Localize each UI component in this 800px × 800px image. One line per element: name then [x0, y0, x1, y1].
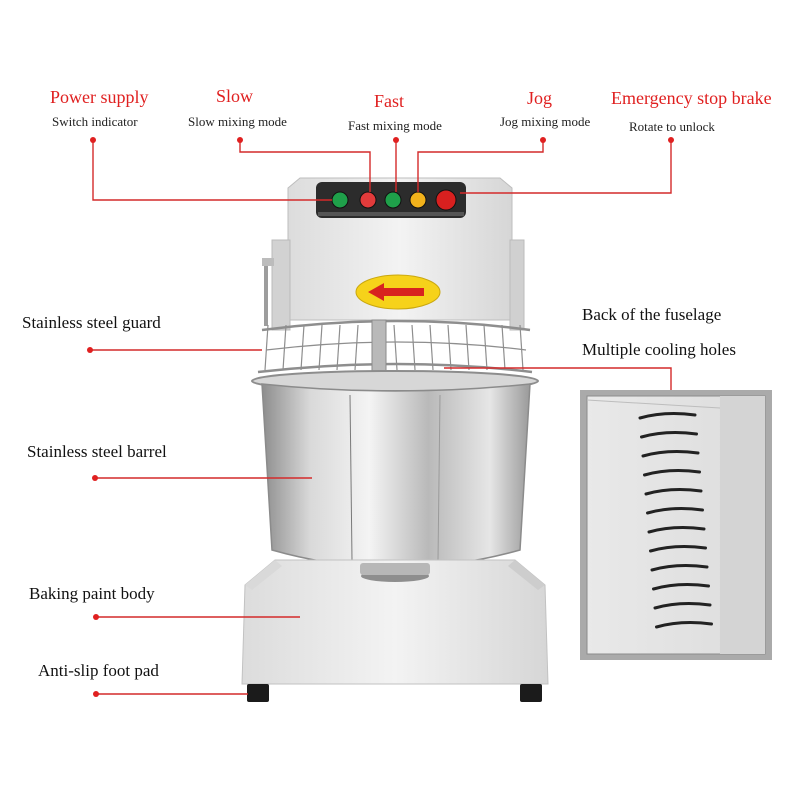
cooling-hole — [644, 488, 703, 496]
emergency-stop-title: Emergency stop brake — [611, 88, 772, 108]
slow-button[interactable] — [359, 191, 377, 209]
guard-bar — [501, 324, 506, 371]
side-handle[interactable] — [262, 258, 274, 326]
stainless-steel-barrel — [251, 370, 539, 569]
cooling-hole — [647, 526, 706, 534]
slow-title: Slow — [216, 86, 254, 106]
cooling-hole — [649, 545, 707, 553]
baking-paint-body — [241, 559, 549, 685]
jog-title: Jog — [527, 88, 553, 108]
fast-button[interactable] — [384, 191, 402, 209]
slow-subtitle: Slow mixing mode — [188, 114, 287, 129]
anti-slip-foot-pad-left — [247, 684, 269, 702]
guard-bar — [282, 324, 287, 371]
cooling-hole — [650, 564, 709, 572]
foot-pad-label: Anti-slip foot pad — [38, 661, 159, 680]
power-supply-subtitle: Switch indicator — [52, 114, 138, 129]
jog-subtitle: Jog mixing mode — [500, 114, 591, 129]
guard-bar — [354, 324, 359, 371]
back-fuselage-label: Back of the fuselage — [582, 305, 722, 324]
cooling-hole — [640, 431, 698, 439]
fast-subtitle: Fast mixing mode — [348, 118, 442, 133]
jog-button[interactable] — [409, 191, 427, 209]
stainless-steel-guard — [257, 319, 533, 374]
guard-bar — [465, 324, 470, 371]
guard-bar — [519, 324, 524, 371]
anti-slip-foot-pad-right — [520, 684, 542, 702]
fast-title: Fast — [374, 91, 405, 111]
guard-bar — [264, 324, 269, 371]
guard-bar — [393, 324, 398, 371]
cooling-hole — [652, 583, 710, 591]
power-supply-title: Power supply — [50, 87, 149, 107]
cooling-hole — [638, 412, 697, 420]
cooling-hole — [641, 450, 700, 458]
cooling-hole — [646, 507, 704, 515]
paint-body-label: Baking paint body — [29, 584, 155, 603]
head-side — [271, 239, 291, 331]
barrel-label: Stainless steel barrel — [27, 442, 167, 461]
leader-lines — [90, 140, 672, 695]
guard-bar — [336, 324, 341, 371]
guard-bar — [300, 324, 305, 371]
guard-bar — [411, 324, 416, 371]
emergency-stop-button[interactable] — [435, 189, 457, 211]
cooling-hole — [655, 621, 713, 629]
cooling-holes-label: Multiple cooling holes — [582, 340, 736, 359]
head-side-right — [509, 239, 525, 331]
cooling-hole — [653, 602, 712, 610]
emergency-stop-subtitle: Rotate to unlock — [629, 119, 715, 134]
power-indicator-button[interactable] — [331, 191, 349, 209]
leader-dots — [87, 137, 674, 697]
guard-label: Stainless steel guard — [22, 313, 161, 332]
guard-bar — [447, 324, 452, 371]
guard-bar — [483, 324, 488, 371]
cooling-hole — [643, 469, 701, 477]
back-of-fuselage-inset — [580, 390, 772, 660]
direction-arrow-sticker — [355, 274, 441, 310]
guard-bar — [318, 324, 323, 371]
guard-bar — [429, 324, 434, 371]
